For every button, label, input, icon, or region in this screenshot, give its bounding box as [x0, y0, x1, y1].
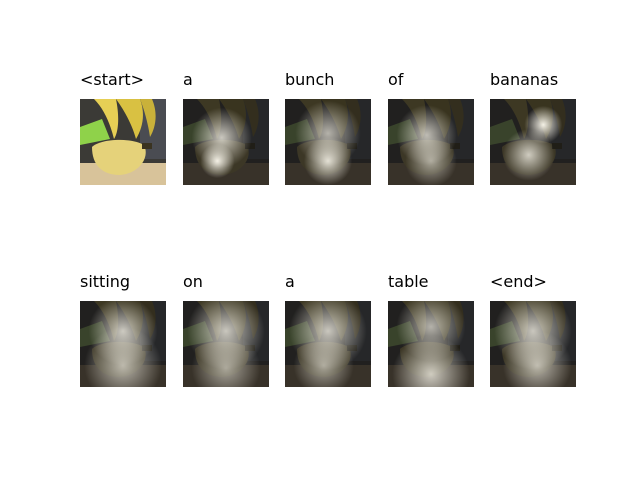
attention-highlight: [293, 335, 354, 387]
caption-cell: <end>: [490, 273, 578, 393]
caption-word: a: [183, 70, 193, 89]
attention-map-image: [388, 99, 474, 185]
caption-word: of: [388, 70, 404, 89]
attention-highlight: [392, 335, 470, 387]
original-image: [80, 99, 166, 185]
attention-highlight: [405, 135, 457, 185]
attention-map-image: [285, 301, 371, 387]
caption-cell: of: [388, 71, 476, 191]
attention-map-image: [388, 301, 474, 387]
attention-highlight: [84, 326, 162, 387]
attention-map-image: [285, 99, 371, 185]
caption-cell: table: [388, 273, 476, 393]
attention-highlight: [303, 136, 353, 185]
caption-word: sitting: [80, 272, 131, 291]
caption-word: bananas: [490, 70, 559, 89]
attention-highlight: [502, 129, 555, 181]
caption-word: <start>: [80, 70, 145, 89]
caption-cell: sitting: [80, 273, 168, 393]
attention-map-image: [80, 301, 166, 387]
attention-highlight: [200, 143, 235, 179]
caption-cell: bananas: [490, 71, 578, 191]
caption-cell: on: [183, 273, 271, 393]
caption-word: table: [388, 272, 429, 291]
attention-map-image: [490, 301, 576, 387]
caption-word: bunch: [285, 70, 335, 89]
attention-map-image: [183, 99, 269, 185]
caption-cell: <start>: [80, 71, 168, 191]
attention-map-image: [183, 301, 269, 387]
caption-word: a: [285, 272, 295, 291]
attention-highlight: [191, 333, 261, 387]
caption-word: on: [183, 272, 203, 291]
caption-cell: a: [183, 71, 271, 191]
attention-highlight: [502, 331, 572, 387]
attention-map-image: [490, 99, 576, 185]
caption-cell: a: [285, 273, 373, 393]
caption-cell: bunch: [285, 71, 373, 191]
caption-word: <end>: [490, 272, 547, 291]
